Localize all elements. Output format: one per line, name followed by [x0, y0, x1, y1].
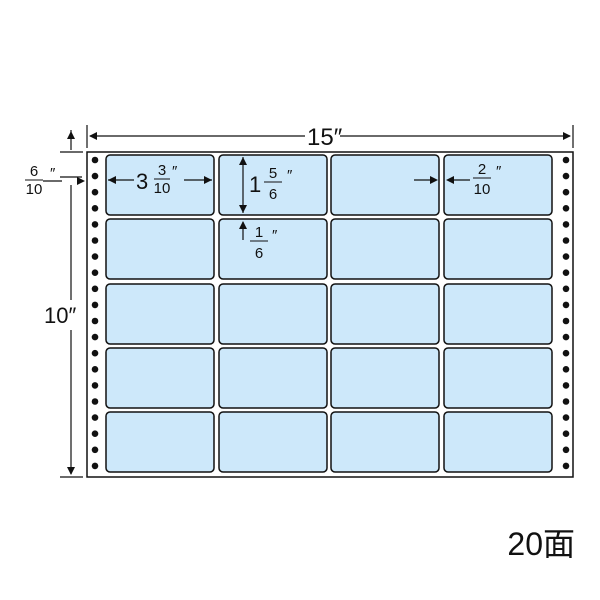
row-gap-label: 1 6 ″ — [250, 224, 278, 262]
row-gap-dimension — [239, 221, 247, 240]
tractor-hole — [562, 156, 570, 164]
width-dimension — [86, 125, 574, 148]
label-height-label: 1 5 6 ″ — [249, 165, 293, 203]
tractor-hole — [91, 188, 99, 196]
tractor-hole — [562, 382, 570, 389]
svg-text:1: 1 — [249, 172, 261, 197]
tractor-hole — [91, 349, 99, 357]
tractor-hole — [562, 349, 570, 357]
label-cell — [218, 154, 328, 216]
svg-text:10: 10 — [154, 180, 171, 197]
label-cell — [105, 347, 215, 409]
svg-text:″: ″ — [496, 163, 502, 180]
label-cell — [330, 411, 440, 473]
width-label: 15″ — [307, 124, 343, 151]
label-cell — [218, 283, 328, 345]
label-cell — [443, 283, 553, 345]
label-cell — [330, 218, 440, 280]
tractor-hole — [562, 253, 570, 260]
svg-text:10: 10 — [474, 181, 491, 198]
tractor-hole — [91, 430, 99, 438]
tractor-hole — [91, 221, 99, 228]
label-cell — [218, 411, 328, 473]
labels — [105, 154, 553, 473]
label-height-dimension — [239, 157, 247, 213]
label-cell — [330, 283, 440, 345]
label-cell — [443, 154, 553, 216]
label-cell — [105, 283, 215, 345]
tractor-hole — [91, 285, 99, 293]
tractor-hole — [562, 172, 570, 180]
label-cell — [218, 347, 328, 409]
svg-text:3: 3 — [158, 162, 166, 179]
tractor-hole — [91, 172, 99, 180]
tractor-hole — [91, 317, 99, 325]
label-width-dimension — [108, 176, 212, 184]
tractor-hole — [91, 333, 99, 341]
tractor-hole — [91, 382, 99, 389]
tractor-hole — [91, 462, 99, 470]
tractor-hole — [91, 414, 99, 421]
svg-text:10: 10 — [26, 181, 43, 198]
top-margin-label: 6 10 ″ — [25, 163, 56, 198]
tractor-hole — [91, 446, 99, 454]
tractor-hole — [562, 237, 570, 244]
svg-text:″: ″ — [172, 163, 178, 180]
label-cell — [443, 218, 553, 280]
tractor-hole — [91, 237, 99, 244]
tractor-hole — [91, 205, 99, 212]
label-cell — [330, 154, 440, 216]
label-cell — [105, 218, 215, 280]
tractor-hole — [562, 317, 570, 325]
label-cell — [105, 411, 215, 473]
label-cell — [330, 347, 440, 409]
tractor-hole — [562, 301, 570, 309]
label-width-label: 3 3 10 ″ — [136, 162, 178, 197]
label-count: 20面 — [507, 526, 575, 562]
svg-text:3: 3 — [136, 169, 148, 194]
label-cell — [443, 411, 553, 473]
svg-text:6: 6 — [269, 186, 277, 203]
col-gap-dimension — [414, 176, 470, 184]
tractor-hole — [562, 221, 570, 228]
tractor-hole — [562, 285, 570, 293]
col-gap-label: 2 10 ″ — [473, 161, 502, 198]
tractor-hole — [562, 462, 570, 470]
tractor-hole — [91, 269, 99, 277]
svg-text:6: 6 — [30, 163, 38, 180]
label-cell — [105, 154, 215, 216]
tractor-hole — [91, 156, 99, 164]
label-cell — [443, 347, 553, 409]
tractor-hole — [562, 333, 570, 341]
tractor-holes — [91, 156, 570, 470]
height-dimension — [43, 130, 85, 478]
svg-text:″: ″ — [272, 227, 278, 244]
tractor-hole — [91, 301, 99, 309]
tractor-hole — [562, 398, 570, 405]
svg-text:″: ″ — [50, 165, 56, 182]
svg-text:6: 6 — [255, 245, 263, 262]
tractor-hole — [562, 205, 570, 212]
tractor-hole — [91, 398, 99, 405]
tractor-hole — [562, 188, 570, 196]
svg-text:1: 1 — [255, 224, 263, 241]
tractor-hole — [562, 430, 570, 438]
tractor-hole — [91, 253, 99, 260]
height-label: 10″ — [44, 303, 76, 328]
svg-text:5: 5 — [269, 165, 277, 182]
tractor-hole — [91, 366, 99, 373]
label-cell — [218, 218, 328, 280]
tractor-hole — [562, 414, 570, 421]
svg-text:2: 2 — [478, 161, 486, 178]
svg-text:″: ″ — [287, 167, 293, 184]
tractor-hole — [562, 366, 570, 373]
tractor-hole — [562, 269, 570, 277]
tractor-hole — [562, 446, 570, 454]
